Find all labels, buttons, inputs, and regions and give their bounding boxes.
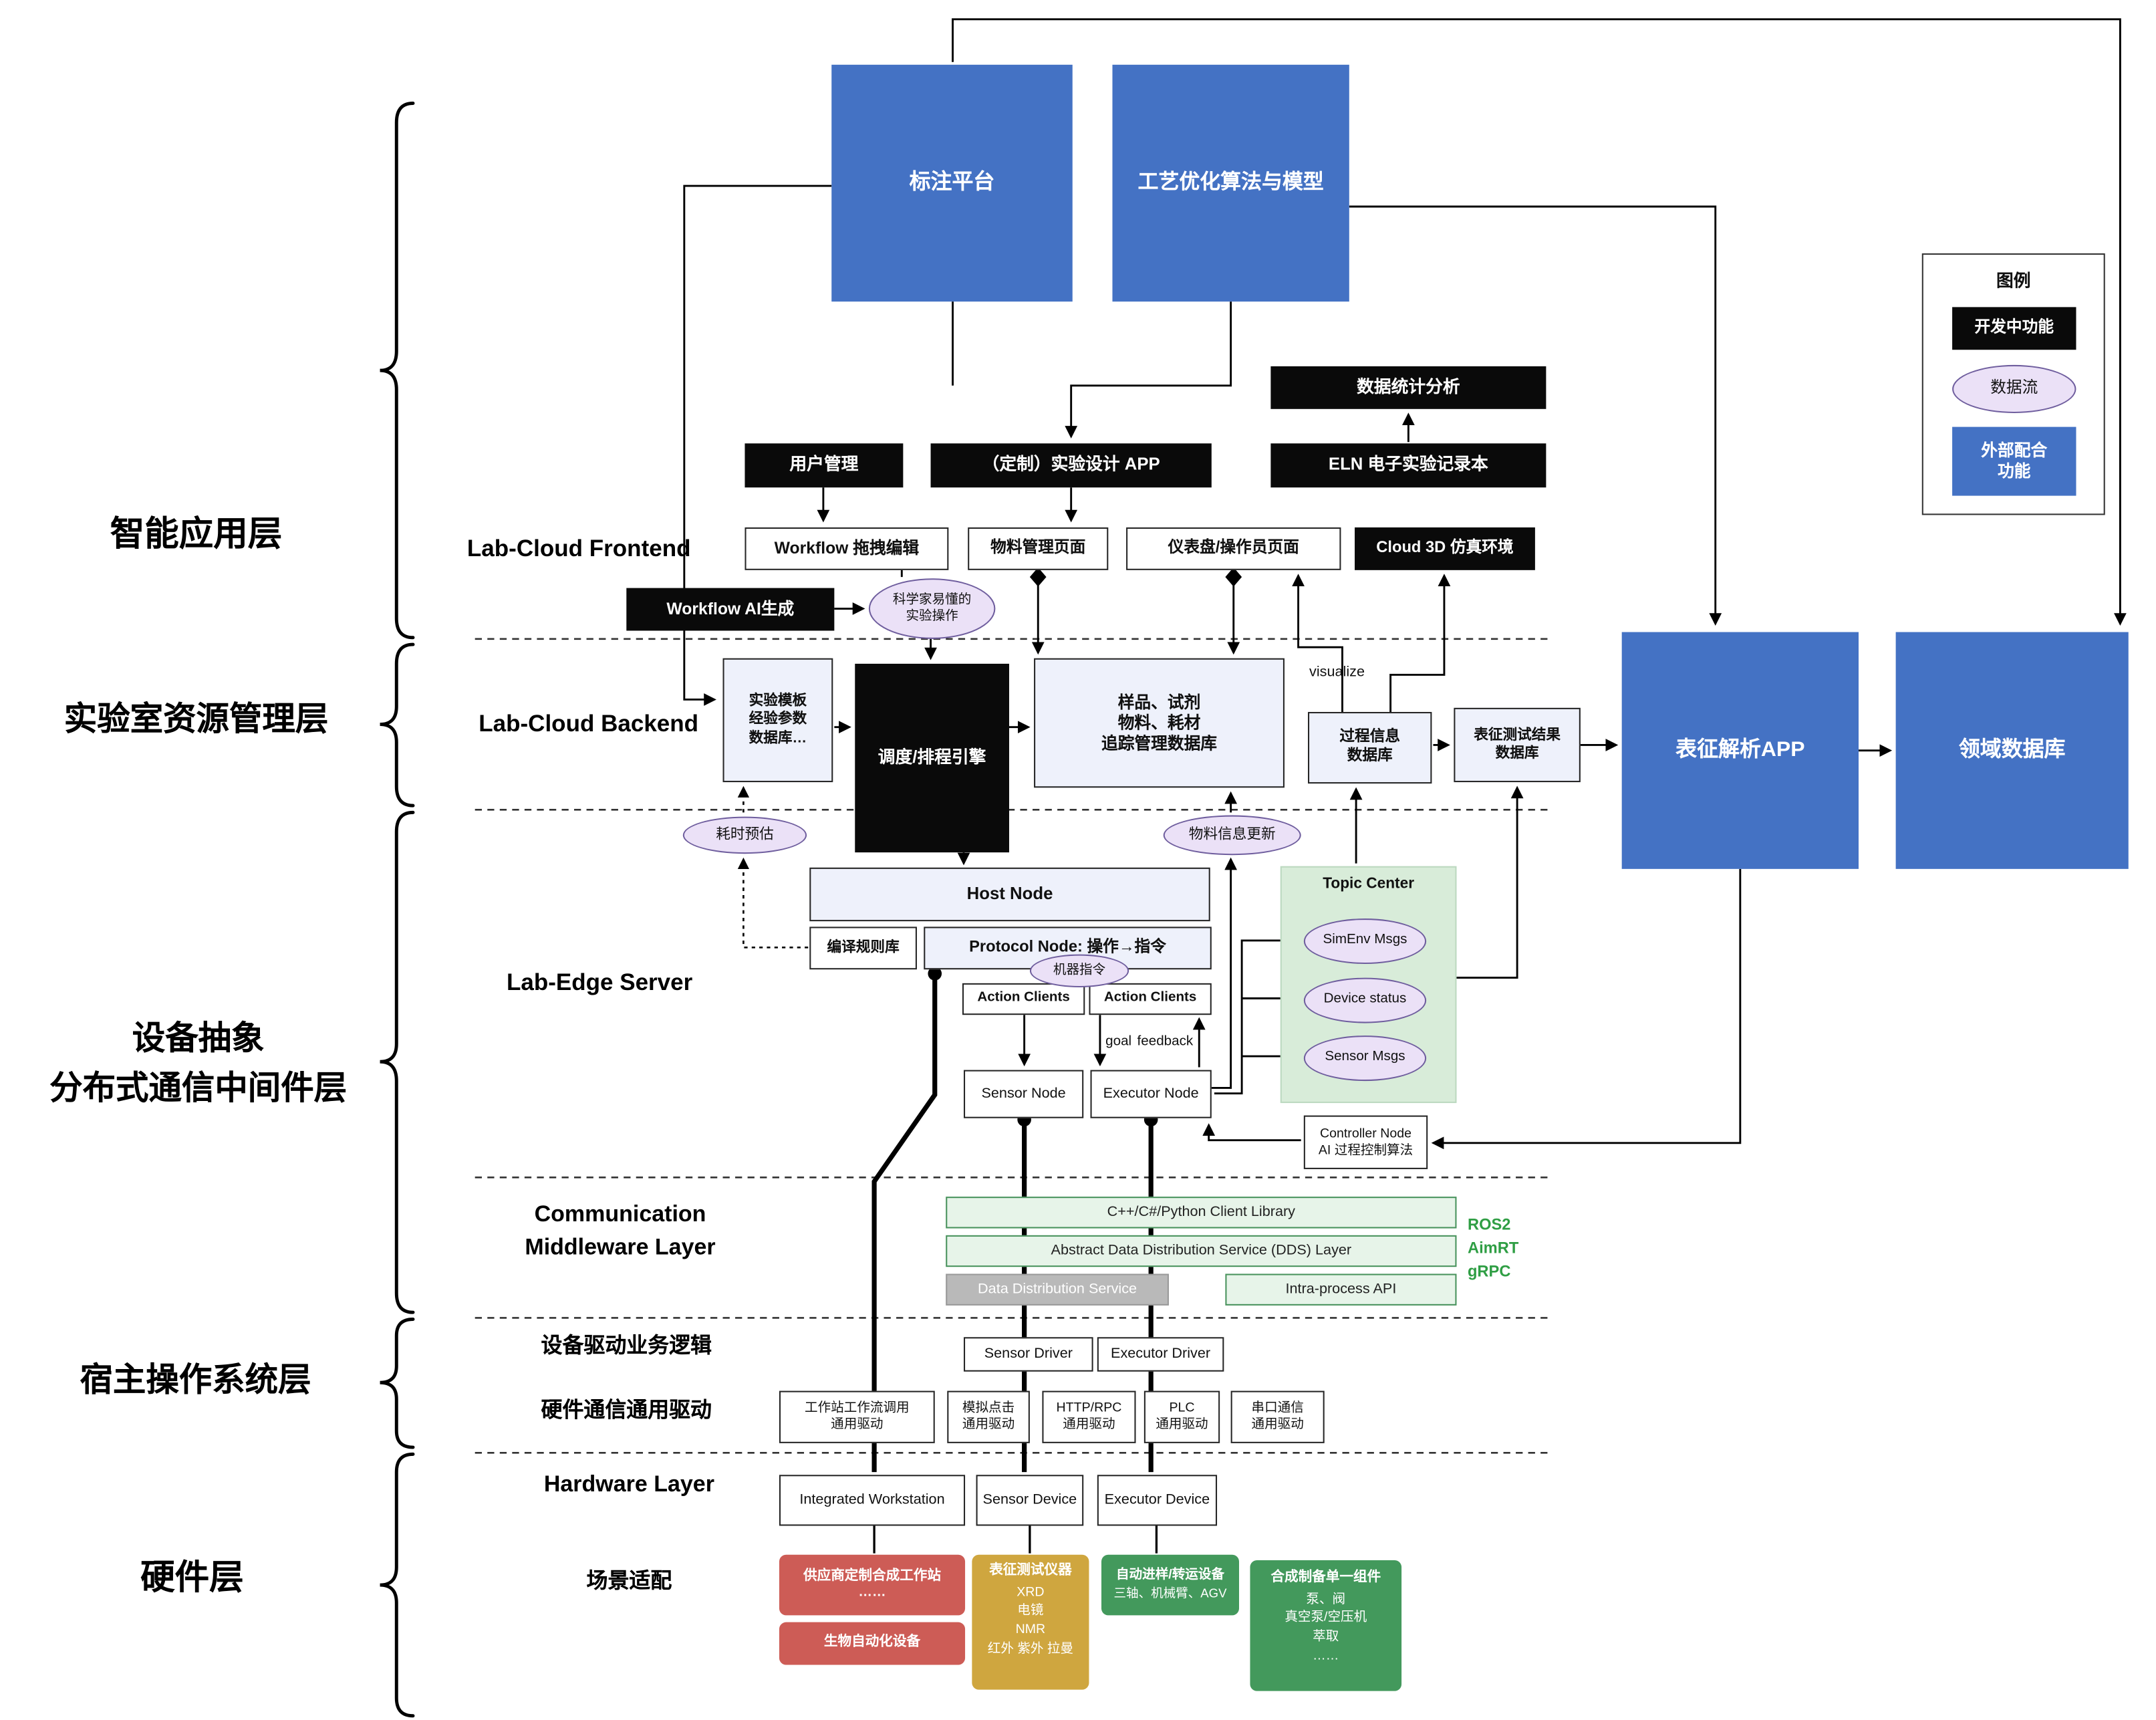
node-host-node: Host Node [809, 867, 1210, 922]
transfer-equipment-title: 自动进样/转运设备 [1115, 1568, 1224, 1583]
node-workflow-editor: Workflow 拖拽编辑 [745, 527, 949, 570]
synthesis-components-title: 合成制备单一组件 [1270, 1570, 1381, 1586]
section-label-driver-logic: 设备驱动业务逻辑 [541, 1334, 712, 1358]
section-label-scene-fit: 场景适配 [586, 1570, 672, 1594]
node-material-info-update: 物料信息更新 [1163, 815, 1301, 856]
layer-label-middleware: 设备抽象 分布式通信中间件层 [49, 1020, 348, 1108]
section-label-hw-comm-driver: 硬件通信通用驱动 [541, 1398, 712, 1423]
node-scientist-friendly-ops: 科学家易懂的 实验操作 [868, 578, 996, 639]
node-data-statistics: 数据统计分析 [1270, 366, 1546, 409]
topic-center-title: Topic Center [1323, 876, 1415, 892]
node-sim-click-driver: 模拟点击 通用驱动 [947, 1390, 1030, 1443]
node-process-optimization-model: 工艺优化算法与模型 [1112, 64, 1349, 302]
node-http-rpc-driver: HTTP/RPC 通用驱动 [1042, 1390, 1136, 1443]
layer-label-host-os: 宿主操作系统层 [80, 1362, 311, 1399]
section-label-hardware-layer: Hardware Layer [543, 1472, 714, 1497]
node-sensor-node: Sensor Node [964, 1070, 1084, 1118]
node-compile-rule-lib: 编译规则库 [809, 927, 917, 970]
node-experiment-template-db: 实验模板 经验参数 数据库… [722, 658, 833, 783]
section-label-backend: Lab-Cloud Backend [479, 710, 699, 737]
node-synthesis-components: 合成制备单一组件 泵、阀 真空泵/空压机 萃取 …… [1250, 1560, 1402, 1691]
section-label-edge-server: Lab-Edge Server [506, 969, 693, 996]
node-intra-process-api: Intra-process API [1225, 1273, 1457, 1306]
node-bio-automation: 生物自动化设备 [779, 1622, 966, 1665]
node-dds-service: Data Distribution Service [946, 1273, 1169, 1306]
node-user-management: 用户管理 [745, 443, 904, 488]
legend-external-function: 外部配合 功能 [1952, 426, 2076, 496]
node-custom-experiment-design-app: （定制）实验设计 APP [930, 443, 1212, 488]
label-grpc: gRPC [1467, 1264, 1511, 1281]
label-feedback: feedback [1137, 1034, 1194, 1050]
node-integrated-workstation: Integrated Workstation [779, 1475, 966, 1526]
node-plc-driver: PLC 通用驱动 [1143, 1390, 1220, 1443]
label-ros2: ROS2 [1467, 1217, 1511, 1234]
node-sample-tracking-db: 样品、试剂 物料、耗材 追踪管理数据库 [1034, 658, 1285, 788]
node-workflow-ai-generation: Workflow AI生成 [626, 588, 835, 631]
label-aimrt: AimRT [1467, 1241, 1519, 1257]
legend-data-flow: 数据流 [1952, 364, 2076, 413]
transfer-equipment-items: 三轴、机械臂、AGV [1113, 1586, 1227, 1601]
node-sensor-msgs: Sensor Msgs [1303, 1035, 1427, 1082]
layer-label-intelligent-app: 智能应用层 [110, 515, 283, 554]
node-scheduler-engine: 调度/排程引擎 [855, 663, 1009, 853]
label-visualize: visualize [1309, 663, 1365, 681]
left-braces [380, 102, 415, 1718]
legend-in-development: 开发中功能 [1952, 307, 2076, 350]
node-annotation-platform: 标注平台 [831, 64, 1073, 302]
node-cloud-3d-sim: Cloud 3D 仿真环境 [1355, 527, 1535, 570]
legend-panel: 图例 开发中功能 数据流 外部配合 功能 [1921, 253, 2105, 515]
section-label-frontend: Lab-Cloud Frontend [466, 535, 691, 562]
characterization-instruments-items: XRD 电镜 NMR 红外 紫外 拉曼 [987, 1584, 1074, 1656]
node-time-estimation: 耗时预估 [682, 816, 807, 854]
node-simenv-msgs: SimEnv Msgs [1303, 918, 1427, 964]
node-dashboard-operator-page: 仪表盘/操作员页面 [1126, 527, 1341, 570]
node-workstation-flow-driver: 工作站工作流调用 通用驱动 [779, 1390, 935, 1443]
node-dds-abstract-layer: Abstract Data Distribution Service (DDS)… [946, 1235, 1457, 1267]
node-machine-command: 机器指令 [1029, 954, 1129, 988]
layer-label-lab-resource: 实验室资源管理层 [63, 701, 329, 739]
legend-title: 图例 [1996, 271, 2031, 291]
node-material-page: 物料管理页面 [968, 527, 1109, 570]
node-characterization-analysis-app: 表征解析APP [1621, 632, 1859, 869]
node-client-library: C++/C#/Python Client Library [946, 1197, 1457, 1229]
node-process-info-db: 过程信息 数据库 [1308, 712, 1432, 784]
node-controller-node: Controller Node AI 过程控制算法 [1303, 1115, 1428, 1169]
node-executor-driver: Executor Driver [1097, 1337, 1224, 1372]
node-topic-center: Topic Center SimEnv Msgs Device status S… [1280, 866, 1457, 1104]
dotted-arrows [737, 785, 809, 949]
node-action-clients-left: Action Clients [962, 983, 1085, 1015]
synthesis-components-items: 泵、阀 真空泵/空压机 萃取 …… [1285, 1591, 1367, 1664]
hardware-connectors [873, 1525, 1158, 1554]
node-executor-device: Executor Device [1097, 1475, 1218, 1526]
label-goal: goal [1105, 1034, 1132, 1050]
node-device-status: Device status [1303, 977, 1427, 1023]
node-characterization-result-db: 表征测试结果 数据库 [1454, 707, 1581, 783]
layer-separators [475, 638, 1553, 1454]
characterization-instruments-title: 表征测试仪器 [989, 1563, 1072, 1578]
node-sensor-driver: Sensor Driver [964, 1337, 1093, 1372]
node-domain-database: 领域数据库 [1895, 632, 2129, 869]
section-label-comm-middleware: Communication Middleware Layer [525, 1202, 716, 1260]
layer-label-hardware: 硬件层 [140, 1558, 244, 1598]
node-action-clients-right: Action Clients [1089, 983, 1212, 1015]
node-eln: ELN 电子实验记录本 [1270, 443, 1546, 488]
node-executor-node: Executor Node [1090, 1070, 1212, 1118]
node-vendor-workstation: 供应商定制合成工作站 …… [779, 1554, 966, 1616]
node-characterization-instruments: 表征测试仪器 XRD 电镜 NMR 红外 紫外 拉曼 [972, 1554, 1089, 1690]
node-transfer-equipment: 自动进样/转运设备 三轴、机械臂、AGV [1101, 1554, 1239, 1616]
node-serial-driver: 串口通信 通用驱动 [1230, 1390, 1325, 1443]
node-sensor-device: Sensor Device [976, 1475, 1084, 1526]
